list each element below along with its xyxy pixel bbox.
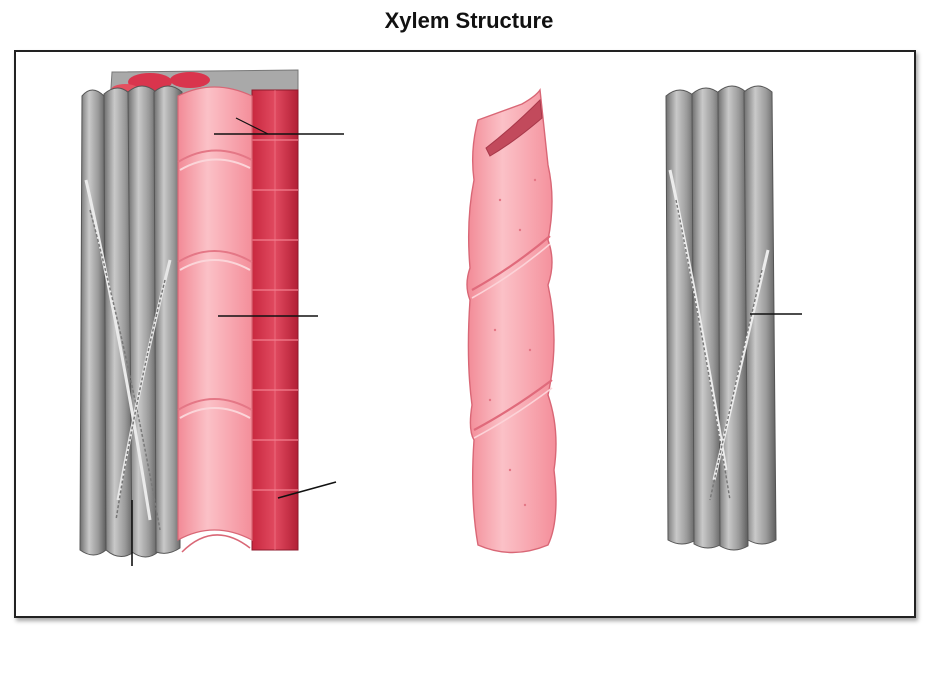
vessel-element-column — [177, 86, 253, 553]
parenchyma-column — [251, 89, 299, 551]
xylem-tissue-block — [79, 69, 344, 566]
single-vessel-element — [466, 88, 557, 554]
leader-line-pointer — [235, 117, 269, 135]
tracheid-group — [665, 85, 802, 551]
leader-line-parenchyma — [277, 481, 337, 499]
tracheid-tubes-left — [79, 85, 183, 558]
diagram-title: Xylem Structure — [384, 8, 554, 33]
